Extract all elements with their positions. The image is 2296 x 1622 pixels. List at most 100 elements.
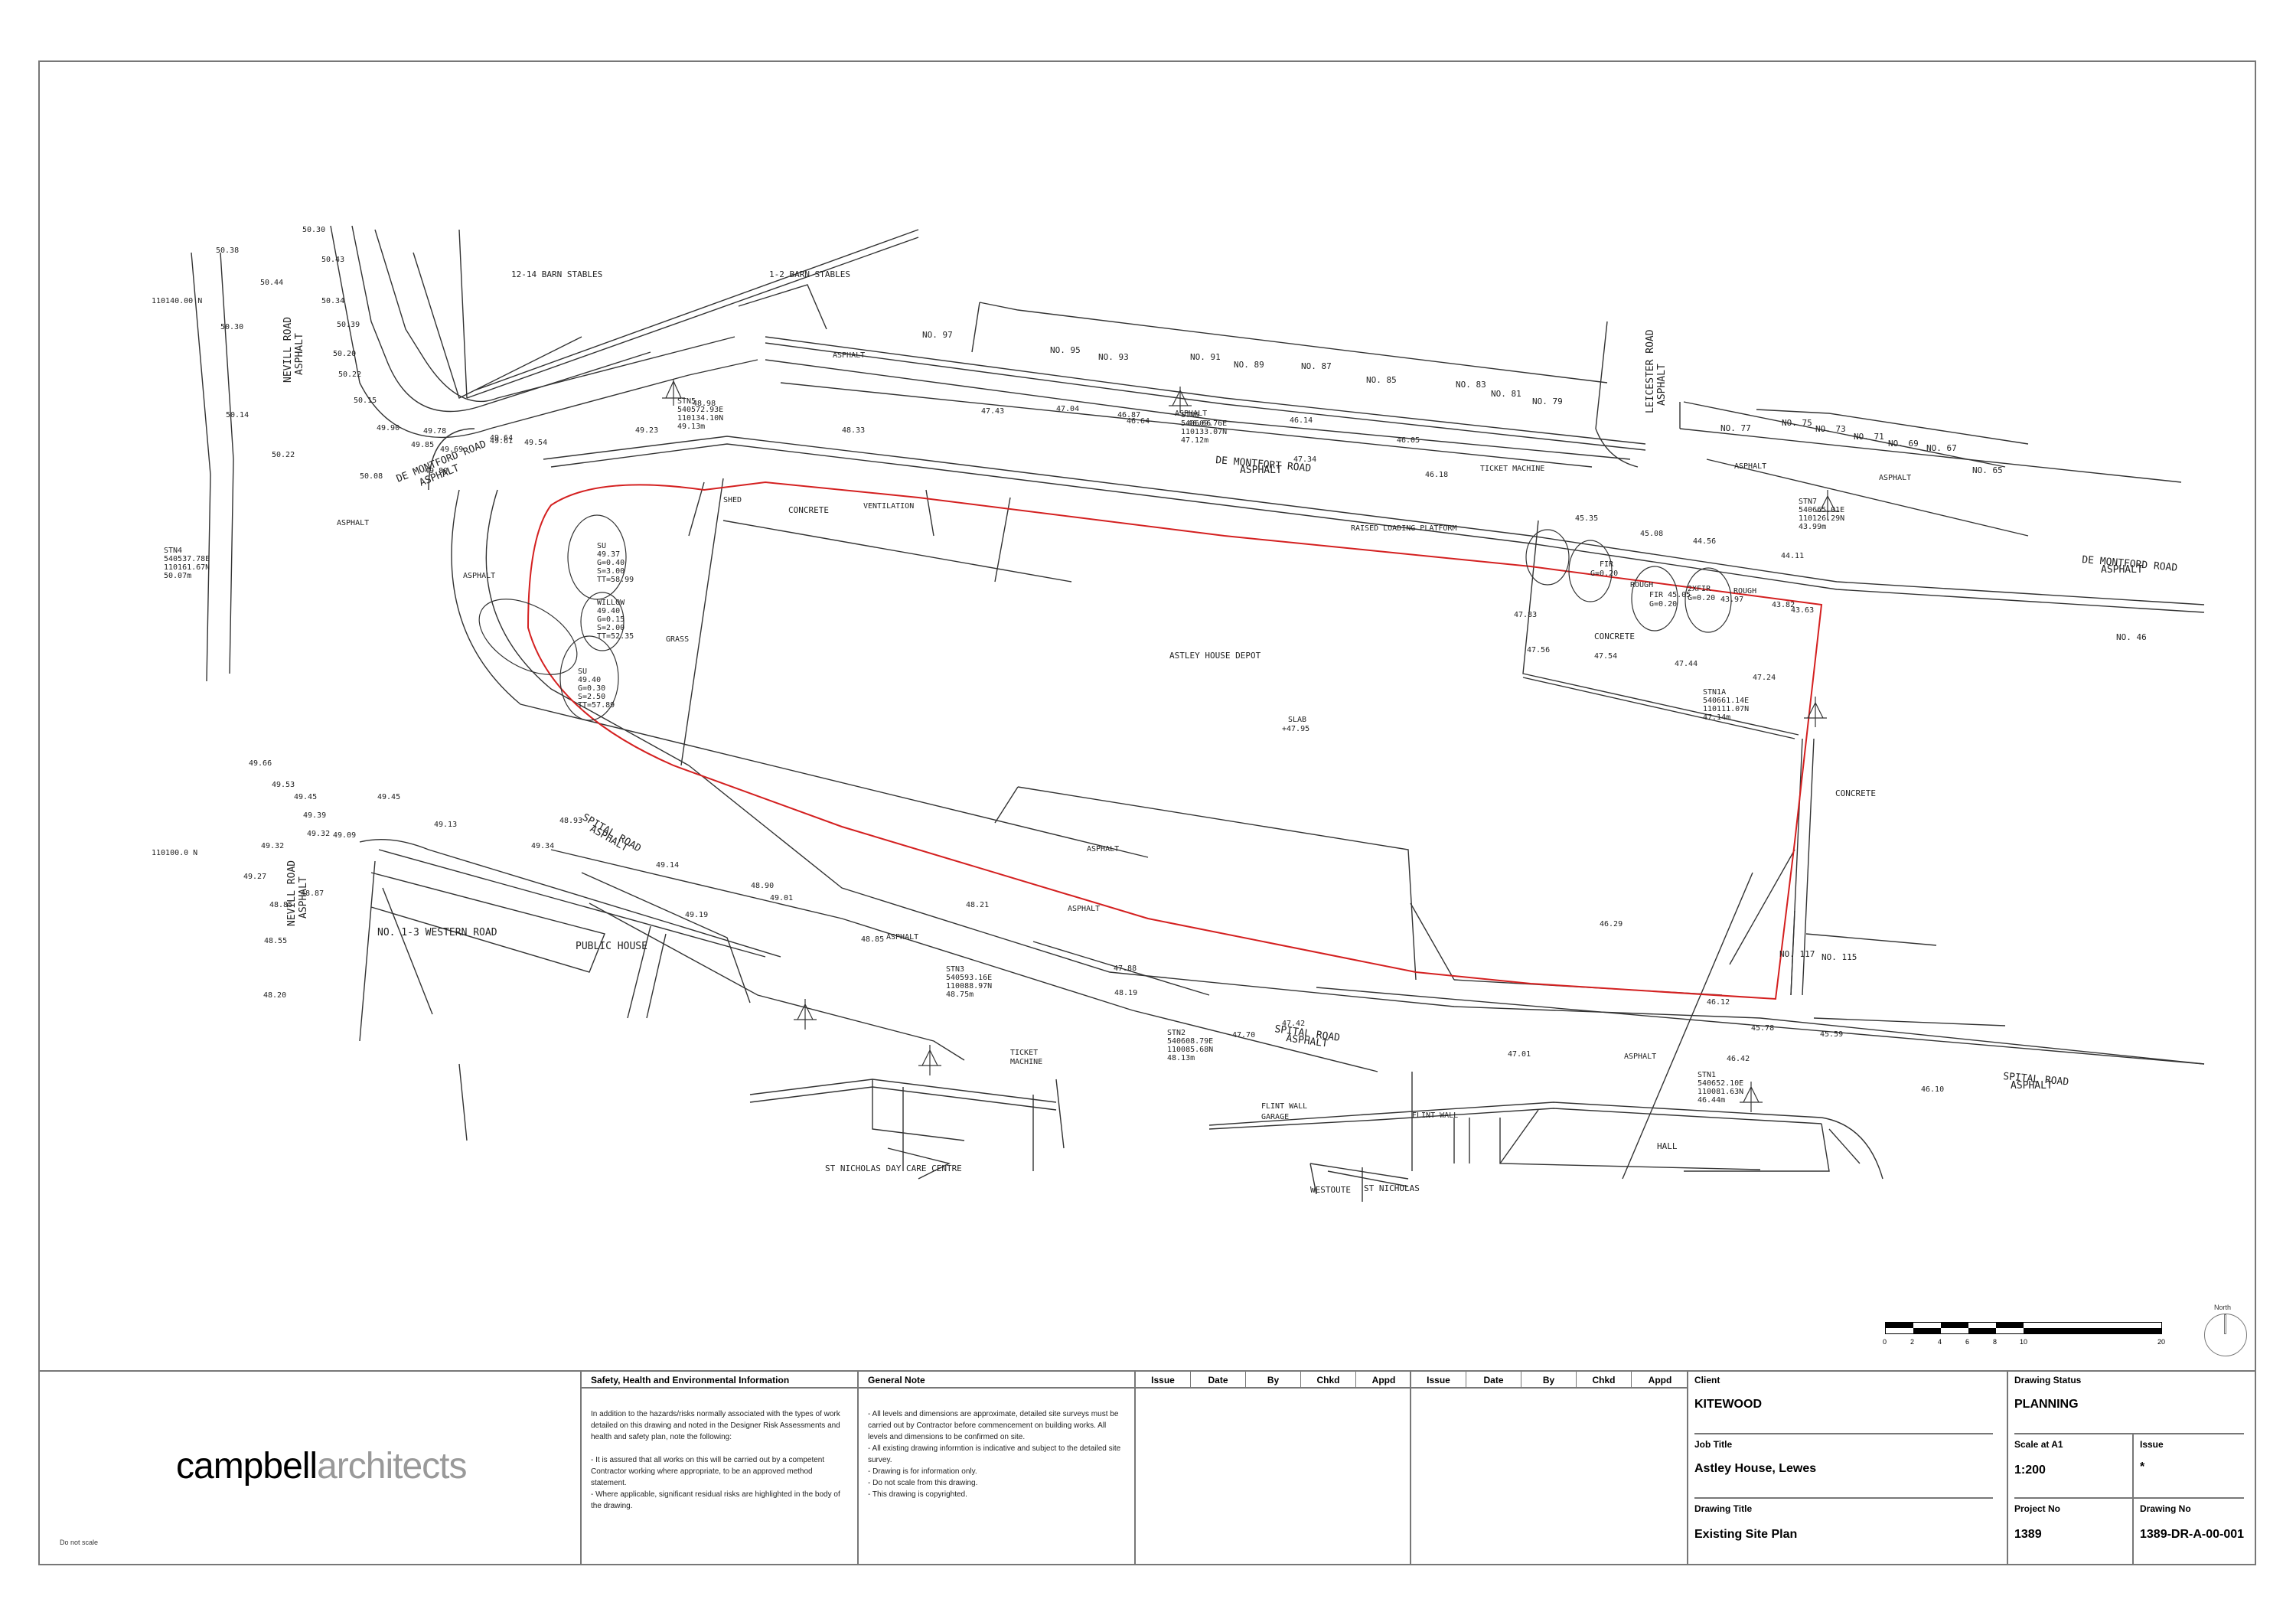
- svg-text:540609.76E: 540609.76E: [1181, 419, 1227, 428]
- svg-text:46.66: 46.66: [1188, 419, 1211, 428]
- svg-text:ASPHALT: ASPHALT: [2011, 1080, 2053, 1092]
- svg-text:FIR 45.05: FIR 45.05: [1649, 591, 1691, 599]
- svg-text:46.18: 46.18: [1425, 471, 1448, 479]
- site-plan-drawing: 12-14 BARN STABLES 1-2 BARN STABLES ASTL…: [152, 225, 2205, 1202]
- svg-text:NO. 89: NO. 89: [1234, 360, 1264, 370]
- rev-col-issue: Issue: [1136, 1372, 1191, 1389]
- svg-text:50.22: 50.22: [338, 370, 361, 379]
- svg-text:ASPHALT: ASPHALT: [1656, 364, 1668, 406]
- svg-text:110085.68N: 110085.68N: [1167, 1046, 1213, 1054]
- svg-text:46.10: 46.10: [1921, 1085, 1944, 1094]
- svg-text:48.87: 48.87: [301, 889, 324, 898]
- title-block: Safety, Health and Environmental Informa…: [38, 1370, 2256, 1565]
- svg-text:540661.14E: 540661.14E: [1703, 697, 1749, 705]
- company-logo: campbellarchitects: [176, 1445, 468, 1487]
- linework: [191, 225, 2205, 1202]
- svg-text:ASPHALT: ASPHALT: [1175, 410, 1207, 418]
- svg-text:ASPHALT: ASPHALT: [1087, 845, 1119, 853]
- svg-text:47.44: 47.44: [1675, 660, 1698, 668]
- svg-text:NEVILL ROAD: NEVILL ROAD: [286, 860, 298, 926]
- svg-text:43.99m: 43.99m: [1799, 523, 1826, 531]
- svg-text:ROUGH: ROUGH: [1733, 587, 1756, 596]
- drawing-no-label: Drawing No: [2140, 1503, 2191, 1514]
- svg-text:110134.10N: 110134.10N: [677, 414, 723, 423]
- svg-text:ST NICHOLAS: ST NICHOLAS: [1364, 1183, 1420, 1193]
- svg-text:G=0.20: G=0.20: [1649, 600, 1677, 609]
- svg-text:540608.79E: 540608.79E: [1167, 1037, 1213, 1046]
- svg-text:49.45: 49.45: [377, 793, 400, 801]
- svg-text:SU: SU: [578, 667, 587, 676]
- svg-text:NO. 73: NO. 73: [1815, 424, 1846, 434]
- svg-text:SU: SU: [597, 542, 606, 550]
- svg-text:49.19: 49.19: [685, 911, 708, 919]
- svg-text:47.34: 47.34: [1293, 455, 1316, 464]
- svg-text:49.61: 49.61: [490, 437, 513, 445]
- drawing-info-cell: Drawing Status PLANNING Scale at A1 1:20…: [2008, 1372, 2256, 1565]
- svg-text:46.87: 46.87: [1117, 411, 1140, 419]
- svg-text:48.13m: 48.13m: [1167, 1054, 1195, 1062]
- svg-text:SHED: SHED: [723, 496, 742, 504]
- svg-text:SLAB: SLAB: [1288, 716, 1306, 724]
- svg-text:49.64: 49.64: [490, 434, 513, 442]
- svg-text:STN4: STN4: [164, 547, 182, 555]
- svg-text:49.27: 49.27: [243, 873, 266, 881]
- svg-text:NO. 87: NO. 87: [1301, 361, 1332, 371]
- svg-text:ASPHALT: ASPHALT: [337, 519, 369, 527]
- revision-table-left: Issue Date By Chkd Appd: [1136, 1372, 1411, 1565]
- logo-part-campbell: campbell: [176, 1446, 318, 1487]
- svg-text:NO. 81: NO. 81: [1491, 389, 1521, 399]
- svg-text:48.21: 48.21: [966, 901, 989, 909]
- svg-text:49.09: 49.09: [333, 831, 356, 840]
- svg-text:NO. 69: NO. 69: [1888, 439, 1919, 449]
- svg-text:45.59: 45.59: [1820, 1030, 1843, 1039]
- general-note-body: - All levels and dimensions are approxim…: [868, 1410, 1121, 1499]
- svg-text:NO. 1-3 WESTERN ROAD: NO. 1-3 WESTERN ROAD: [377, 927, 497, 938]
- svg-text:ASPHALT: ASPHALT: [298, 876, 309, 919]
- svg-text:NO. 93: NO. 93: [1098, 352, 1129, 362]
- rev-col-chkd: Chkd: [1577, 1372, 1632, 1389]
- svg-text:49.32: 49.32: [261, 842, 284, 850]
- svg-text:48.19: 48.19: [1114, 989, 1137, 997]
- svg-text:G=0.30: G=0.30: [578, 684, 605, 693]
- svg-text:49.40: 49.40: [597, 607, 620, 615]
- svg-text:46.14: 46.14: [1290, 416, 1313, 425]
- svg-text:ST NICHOLAS DAY CARE CENTRE: ST NICHOLAS DAY CARE CENTRE: [825, 1163, 962, 1173]
- svg-text:47.54: 47.54: [1594, 652, 1617, 661]
- drawing-title-value: Existing Site Plan: [1694, 1528, 1798, 1541]
- scale-value: 1:200: [2014, 1464, 2046, 1477]
- scale-tick: 2: [1910, 1338, 1915, 1346]
- svg-text:GRASS: GRASS: [666, 635, 689, 644]
- svg-text:48.20: 48.20: [263, 991, 286, 1000]
- svg-text:NO. 65: NO. 65: [1972, 465, 2003, 475]
- rev-col-appd: Appd: [1356, 1372, 1411, 1389]
- rev-col-date: Date: [1191, 1372, 1246, 1389]
- safety-body: In addition to the hazards/risks normall…: [591, 1410, 840, 1510]
- svg-text:MACHINE: MACHINE: [1010, 1058, 1042, 1066]
- svg-text:50.38: 50.38: [216, 246, 239, 255]
- svg-text:48.90: 48.90: [751, 882, 774, 890]
- svg-text:49.13: 49.13: [434, 821, 457, 829]
- svg-text:50.15: 50.15: [354, 397, 377, 405]
- svg-text:NO. 95: NO. 95: [1050, 345, 1081, 355]
- svg-text:45.35: 45.35: [1575, 514, 1598, 523]
- svg-text:43.63: 43.63: [1791, 606, 1814, 615]
- safety-heading: Safety, Health and Environmental Informa…: [582, 1372, 857, 1389]
- svg-text:G=0.20: G=0.20: [1590, 569, 1618, 578]
- svg-text:48.55: 48.55: [264, 937, 287, 945]
- north-arrow-icon: [2204, 1314, 2247, 1356]
- svg-text:49.34: 49.34: [531, 842, 554, 850]
- scale-tick: 10: [2020, 1338, 2028, 1346]
- svg-text:50.30: 50.30: [220, 323, 243, 331]
- svg-text:540593.16E: 540593.16E: [946, 974, 992, 982]
- svg-text:46.44m: 46.44m: [1698, 1096, 1725, 1105]
- svg-text:WESTOUTE: WESTOUTE: [1310, 1185, 1351, 1195]
- scale-bar: [1885, 1322, 2162, 1334]
- svg-text:45.78: 45.78: [1751, 1024, 1774, 1033]
- safety-info-cell: Safety, Health and Environmental Informa…: [582, 1372, 859, 1565]
- project-no-value: 1389: [2014, 1528, 2042, 1541]
- svg-text:50.22: 50.22: [272, 451, 295, 459]
- project-info-cell: Client KITEWOOD Job Title Astley House, …: [1688, 1372, 2008, 1565]
- north-label: North: [2214, 1304, 2232, 1311]
- svg-text:NEVILL ROAD: NEVILL ROAD: [282, 317, 294, 383]
- svg-text:48.75m: 48.75m: [946, 990, 974, 999]
